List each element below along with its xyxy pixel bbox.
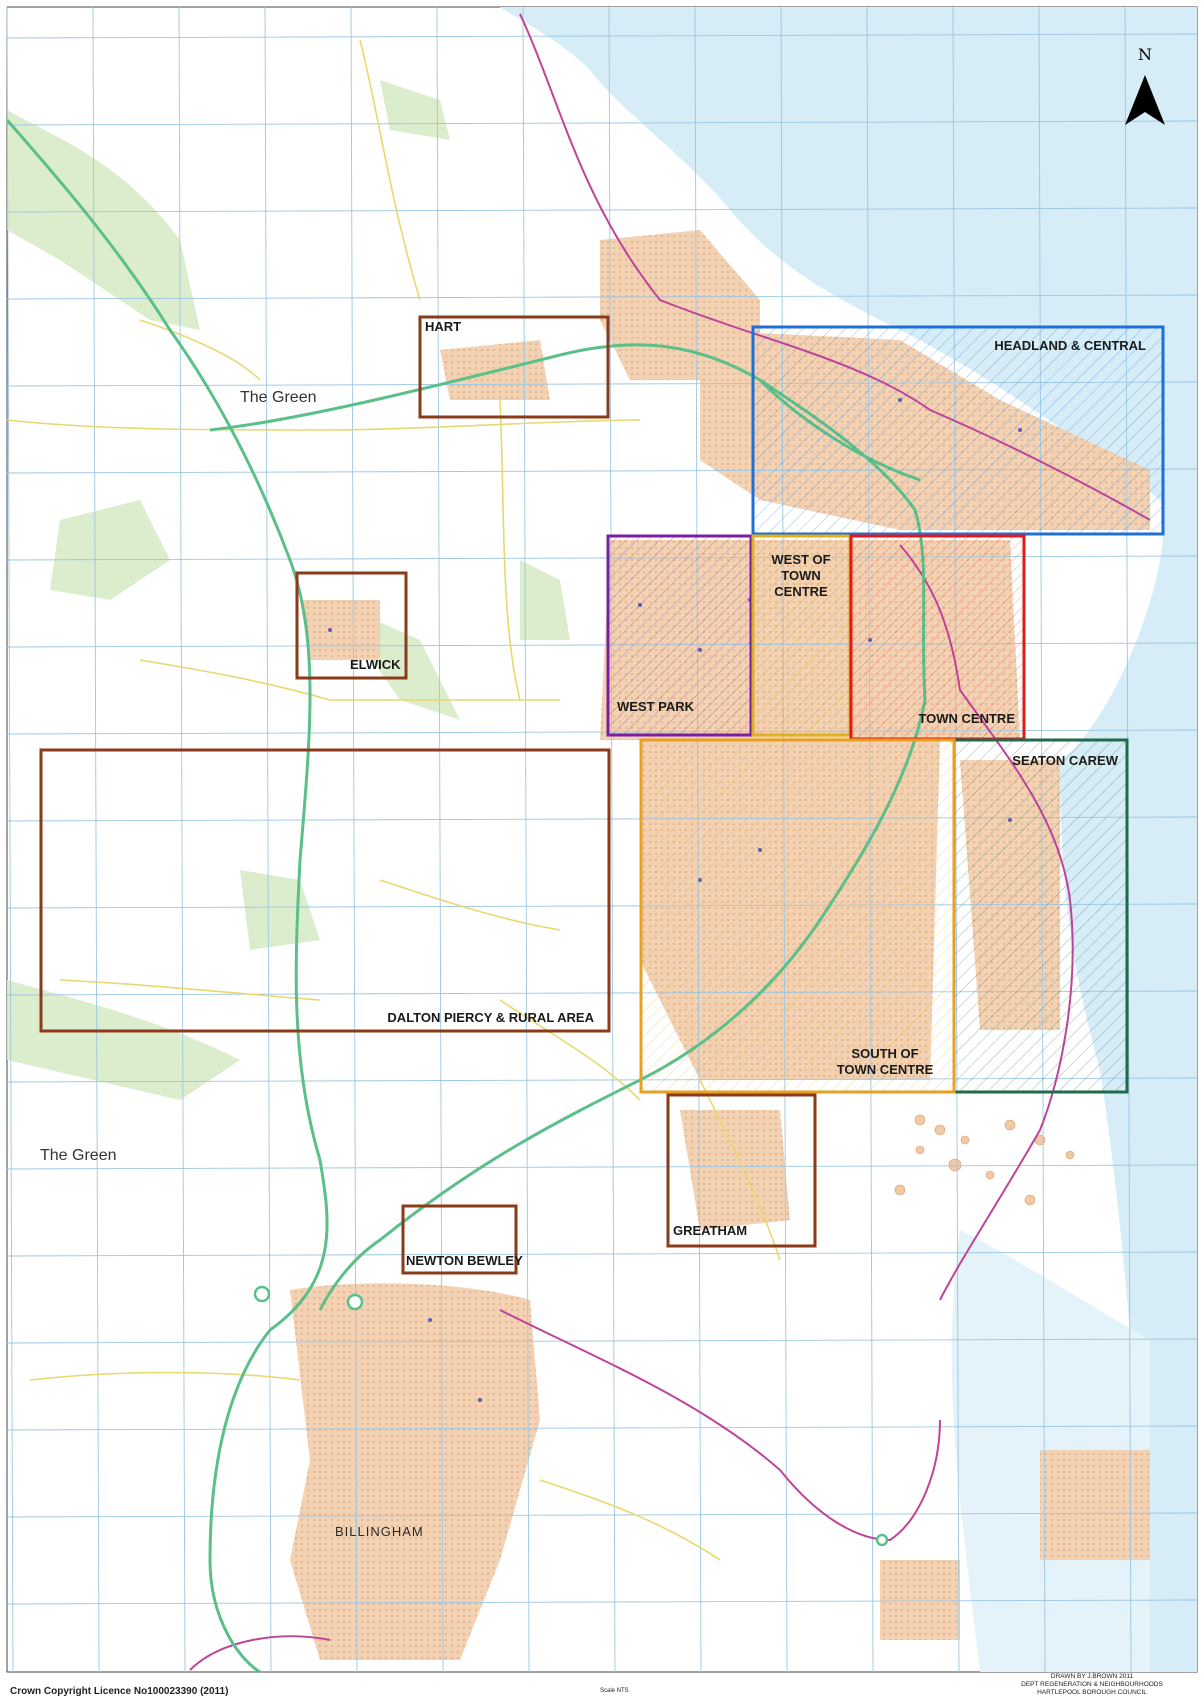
area-outline [666,1093,817,1248]
area-label-elwick: ELWICK [350,657,401,672]
industrial-tanks [894,1114,1075,1206]
area-label-line: CENTRE [774,584,828,599]
area-label-line: TOWN CENTRE [837,1062,934,1077]
area-label-line: SOUTH OF [851,1046,918,1061]
area-hatch [753,327,1163,534]
scale-note: Scale NTS [600,1688,629,1694]
copyright-notice: Crown Copyright Licence No100023390 (201… [10,1686,229,1697]
area-dalton-piercy: DALTON PIERCY & RURAL AREA [39,748,611,1033]
place-label-the-green-south: The Green [40,1147,116,1164]
area-boxes: HART HEADLAND & CENTRAL ELWICK WEST PARK WES… [39,315,1165,1275]
place-label-the-green-north: The Green [240,389,316,406]
area-elwick: ELWICK [295,571,408,680]
area-label-line: NEWTON BEWLEY [406,1253,523,1268]
area-label-line: SEATON CAREW [1012,753,1118,768]
area-label-line: HEADLAND & CENTRAL [994,338,1146,353]
area-outline [418,315,610,419]
roundabouts [253,1285,889,1547]
area-outline [295,571,408,680]
area-hart: HART [418,315,610,419]
area-label-line: DALTON PIERCY & RURAL AREA [387,1010,594,1025]
area-greatham: GREATHAM [666,1093,817,1248]
credit-line: DEPT REGENERATION & NEIGHBOURHOODS [1021,1681,1163,1688]
area-label-line: ELWICK [350,657,401,672]
area-seaton-carew: SEATON CAREW [952,738,1129,1094]
area-label-line: WEST PARK [617,699,695,714]
area-label-seaton-carew: SEATON CAREW [1012,753,1118,768]
woodland-patches [7,80,570,1620]
area-newton-bewley: NEWTON BEWLEY [401,1204,523,1275]
credit-line: HARTLEPOOL BOROUGH COUNCIL [1037,1689,1147,1696]
area-outline [606,534,753,737]
area-headland-central: HEADLAND & CENTRAL [751,325,1165,536]
area-label-town-centre: TOWN CENTRE [918,711,1015,726]
area-label-headland-central: HEADLAND & CENTRAL [994,338,1146,353]
area-outline [39,748,611,1033]
credit-line: DRAWN BY J.BROWN 2011 [1050,1673,1134,1680]
area-west-park: WEST PARK [606,534,753,737]
area-outline [401,1204,518,1275]
credits-block: DRAWN BY J.BROWN 2011 DEPT REGENERATION … [992,1673,1192,1697]
area-outline [639,738,956,1094]
area-label-west-park: WEST PARK [617,699,695,714]
area-hatch [851,536,1024,739]
area-label-line: GREATHAM [673,1223,747,1238]
area-hatch [641,740,954,1092]
area-label-line: TOWN CENTRE [918,711,1015,726]
area-outline [751,325,1165,536]
area-hatch [954,740,1127,1092]
town-label-billingham: BILLINGHAM [335,1524,424,1539]
area-label-dalton-piercy: DALTON PIERCY & RURAL AREA [387,1010,594,1025]
area-town-centre: TOWN CENTRE [849,534,1026,741]
area-label-line: WEST OF [771,552,830,567]
north-arrow-icon: N [1125,45,1165,125]
area-label-line: HART [425,319,461,334]
minor-roads [6,39,781,1561]
sea [500,7,1197,1672]
area-label-newton-bewley: NEWTON BEWLEY [406,1253,523,1268]
area-hatch [753,536,850,735]
area-label-line: TOWN [781,568,820,583]
area-label-hart: HART [425,319,461,334]
area-hatch [608,536,751,735]
north-letter: N [1138,45,1152,64]
area-label-greatham: GREATHAM [673,1223,747,1238]
